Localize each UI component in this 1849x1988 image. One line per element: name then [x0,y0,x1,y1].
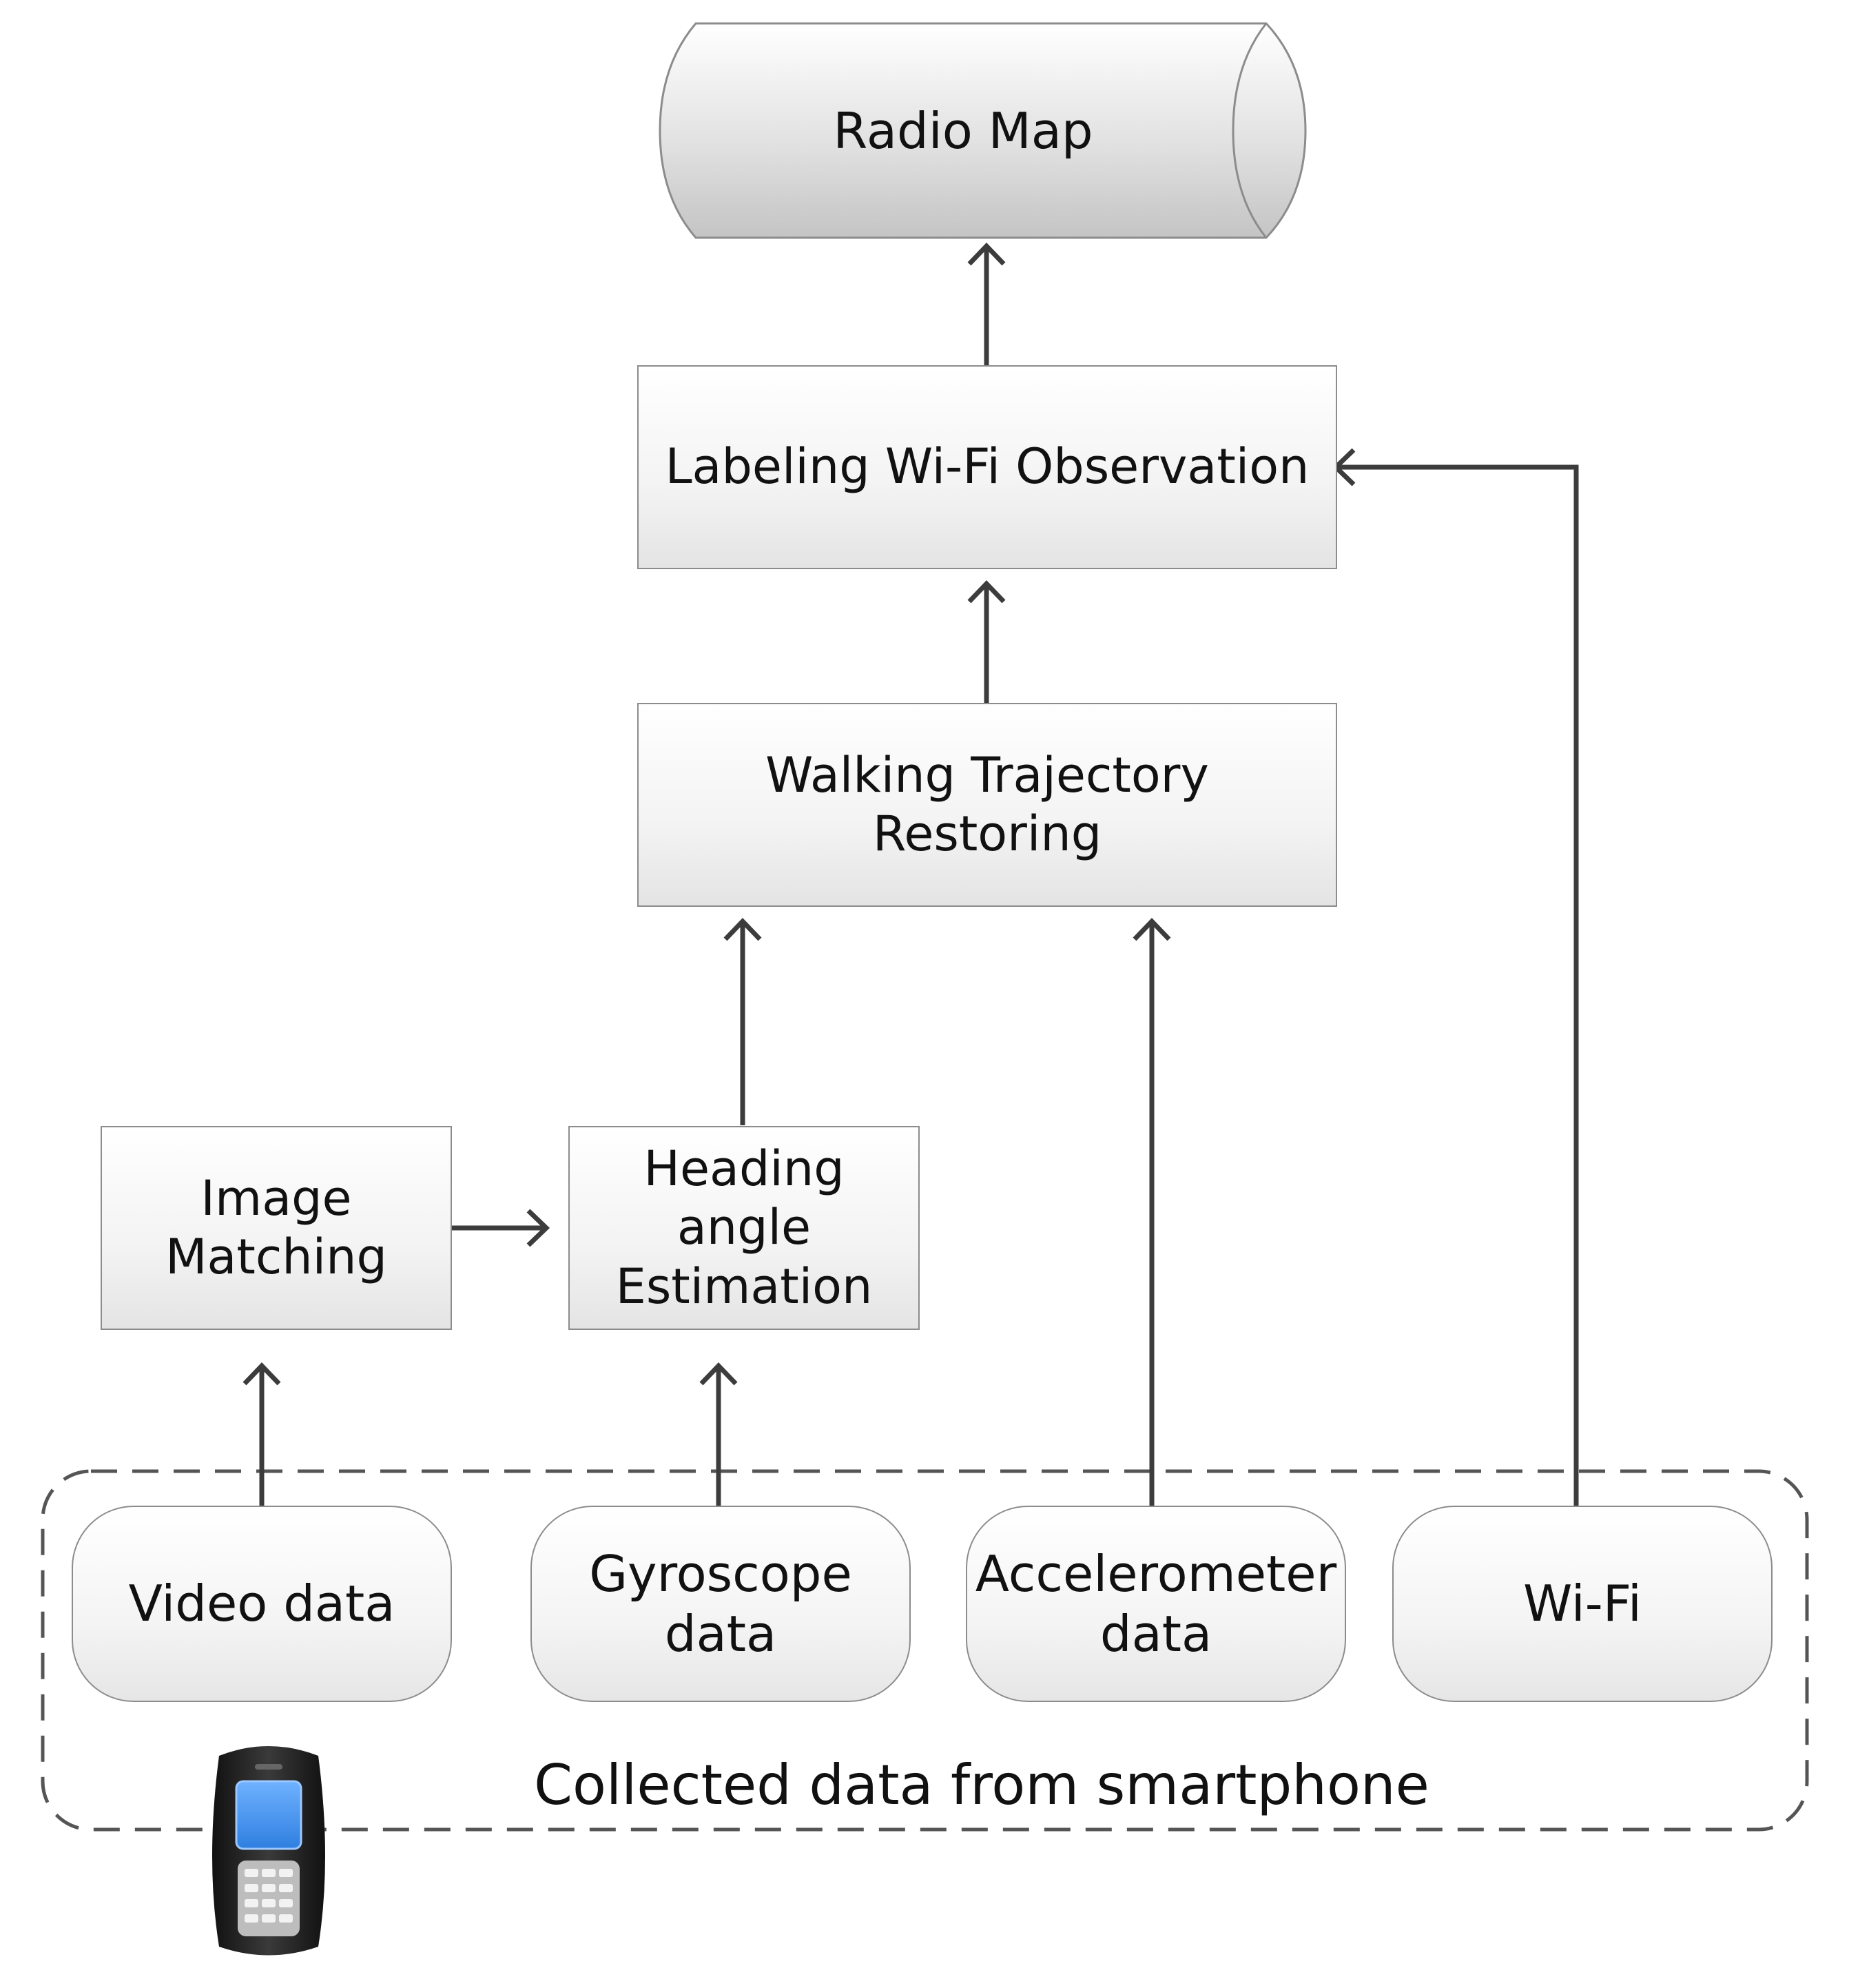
accelerometer-line-1: Accelerometer [975,1545,1337,1603]
heading-line-1: Heading [643,1140,845,1197]
gyroscope-line-1: Gyroscope [589,1545,852,1603]
labeling-wifi-observation-label: Labeling Wi-Fi Observation [665,438,1310,495]
image-matching-box: Image Matching [101,1126,452,1330]
arrow-image-matching-to-heading [449,1209,550,1247]
video-data-label: Video data [128,1575,395,1633]
heading-line-2: angle [676,1199,812,1256]
arrow-walking-to-labeling [967,580,1006,704]
arrow-video-to-image-matching [242,1362,281,1506]
accelerometer-line-2: data [1099,1604,1212,1663]
smartphone-data-group [41,1469,1809,1832]
labeling-wifi-observation-box: Labeling Wi-Fi Observation [637,365,1337,569]
radio-map-cylinder [659,22,1307,239]
arrow-heading-to-walking [723,917,762,1125]
gyroscope-data-node: Gyroscope data [530,1506,911,1702]
smartphone-icon [212,1746,325,1956]
heading-line-3: Estimation [615,1258,873,1315]
walking-trajectory-box: Walking Trajectory Restoring [637,703,1337,907]
arrow-wifi-to-labeling [1332,448,1579,1506]
arrow-accelerometer-to-walking [1133,917,1171,1506]
gyroscope-line-2: data [664,1604,777,1663]
heading-angle-estimation-box: Heading angle Estimation [568,1126,920,1330]
image-matching-line-2: Matching [165,1229,387,1285]
arrow-gyroscope-to-heading [699,1362,738,1506]
wifi-label: Wi-Fi [1523,1575,1642,1633]
video-data-node: Video data [72,1506,452,1702]
image-matching-line-1: Image [200,1169,352,1227]
wifi-node: Wi-Fi [1392,1506,1773,1702]
walking-trajectory-line-1: Walking Trajectory [765,746,1209,803]
radio-map-label: Radio Map [833,102,1093,160]
collected-data-label: Collected data from smartphone [534,1752,1429,1817]
arrow-labeling-to-radio-map [967,242,1006,367]
accelerometer-data-node: Accelerometer data [966,1506,1346,1702]
cylinder-end-cap [1232,23,1268,238]
walking-trajectory-line-2: Restoring [872,806,1102,862]
